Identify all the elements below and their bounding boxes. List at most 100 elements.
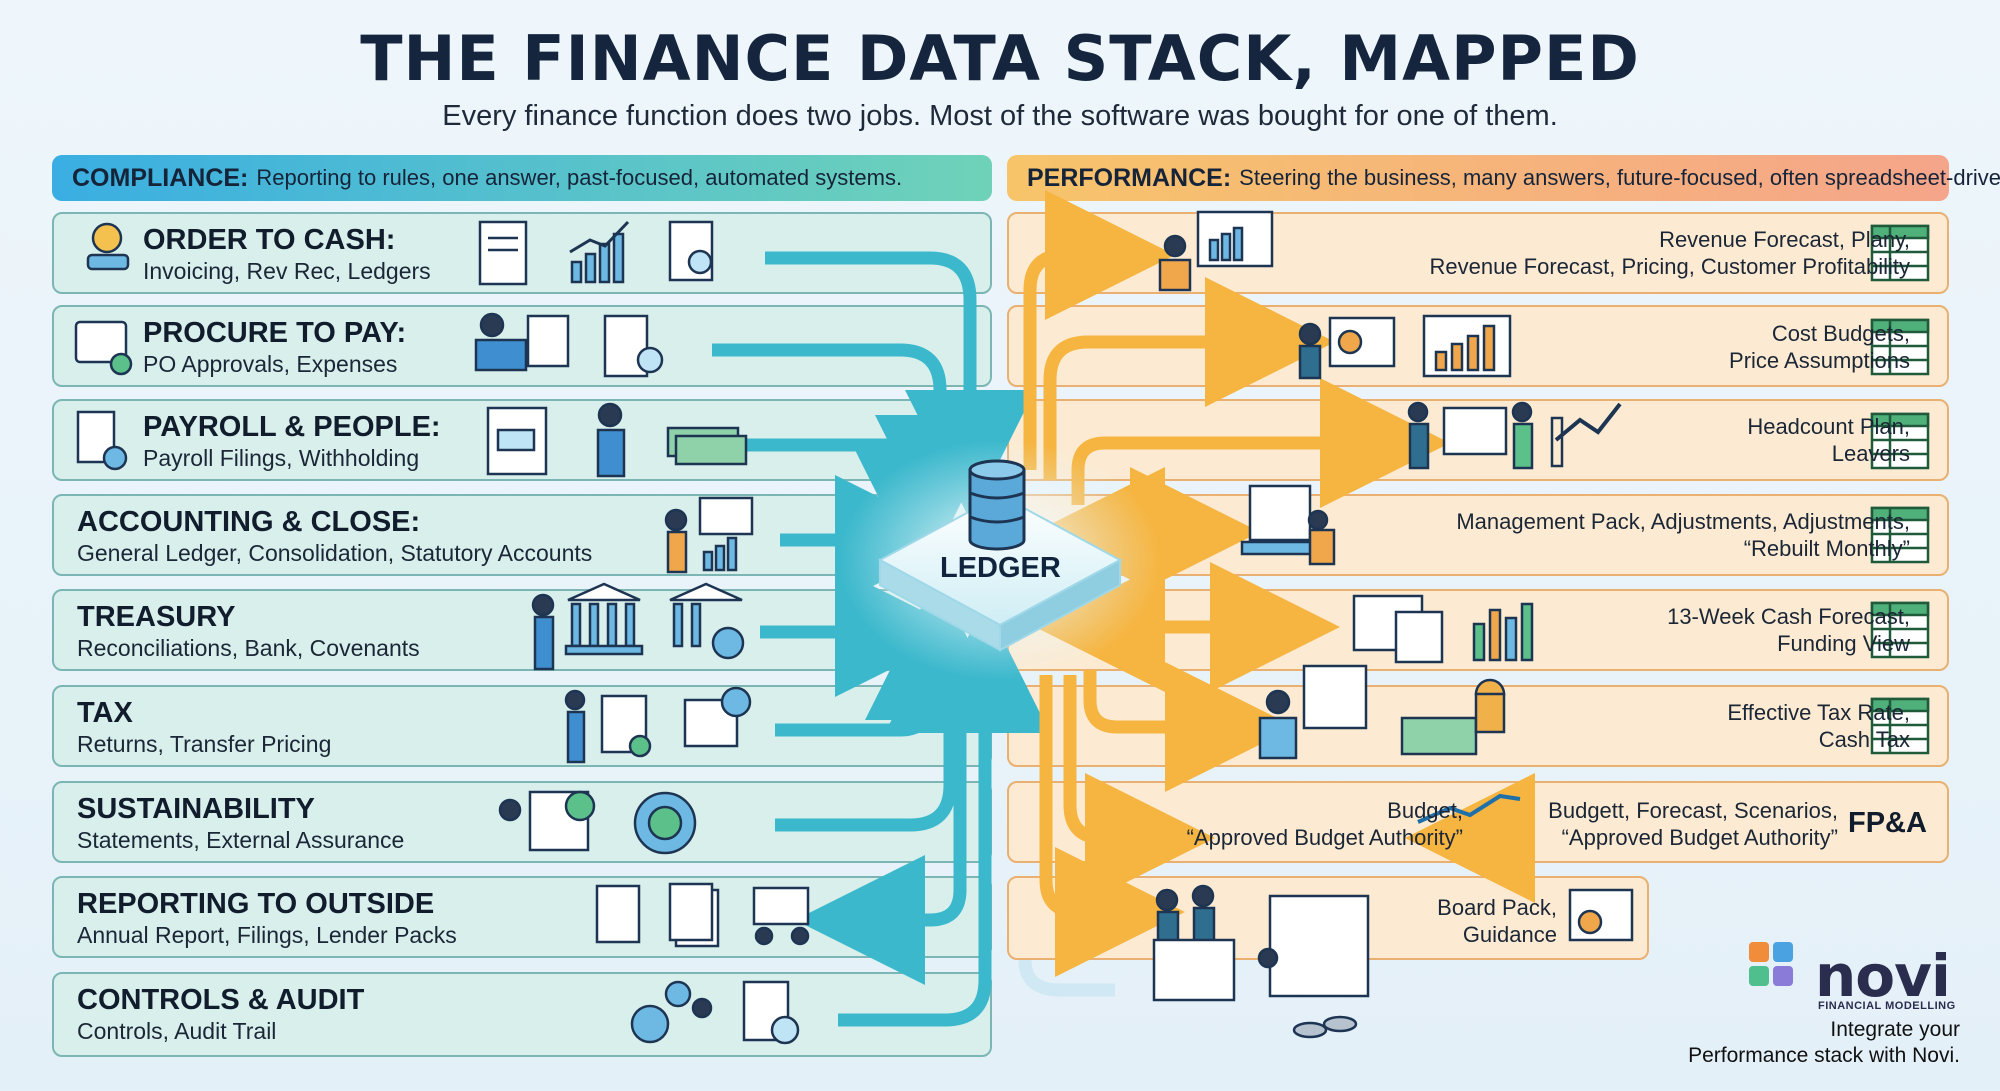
row-subtext: Invoicing, Rev Rec, Ledgers <box>143 258 431 284</box>
board-text: Board Pack, Guidance <box>1437 895 1557 947</box>
team-board-icon <box>1407 401 1534 470</box>
person-document-icon <box>596 402 626 478</box>
person-clipboard-icon <box>564 689 652 764</box>
performance-row-text: 13-Week Cash Forecast, Funding View <box>1667 604 1910 656</box>
tax-analyst-icon <box>1258 664 1368 760</box>
person-laptop-icon <box>474 312 570 372</box>
ledger-label: LEDGER <box>940 552 1061 584</box>
performance-row-text: Headcount Plan, Leavers <box>1747 414 1910 466</box>
arrow-order-to-cash <box>765 251 1035 520</box>
arrow-procure-to-pay <box>712 343 1005 545</box>
meeting-screen-icon <box>1152 884 1370 1002</box>
growth-chart-icon <box>1422 314 1512 378</box>
performance-label: PERFORMANCE: <box>1027 163 1232 192</box>
row-subtext: Returns, Transfer Pricing <box>77 731 332 757</box>
bank-icon <box>564 582 644 656</box>
compliance-icons <box>74 220 810 1045</box>
fpa-trend-line <box>1417 793 1521 824</box>
row-subtext: Payroll Filings, Withholding <box>143 445 420 471</box>
compliance-banner: COMPLIANCE: Reporting to rules, one answ… <box>52 155 992 201</box>
tagline-line2: Performance stack with Novi. <box>1688 1044 1960 1067</box>
row-subtext: Reconciliations, Bank, Covenants <box>77 635 420 661</box>
certificate-icon <box>498 790 596 852</box>
audit-clipboard-icon <box>742 980 800 1045</box>
bank-gear-icon <box>669 582 745 660</box>
arrow-tax-perf <box>1083 662 1295 792</box>
compliance-description: Reporting to rules, one answer, past-foc… <box>256 165 903 190</box>
cash-coins-icon <box>1400 678 1506 756</box>
arrow-controls <box>838 603 1050 1027</box>
compliance-row-controls <box>52 972 992 1057</box>
performance-description: Steering the business, many answers, fut… <box>1239 165 2000 190</box>
row-heading: PROCURE TO PAY: <box>143 317 407 349</box>
fpa-left-text: Budget, “Approved Budget Authority” <box>1186 798 1463 850</box>
page-subtitle: Every finance function does two jobs. Mo… <box>442 100 1558 132</box>
database-icon <box>968 459 1026 551</box>
spreadsheet-window-icon <box>1352 594 1444 664</box>
arrow-revenue <box>1023 190 1175 470</box>
novi-logo: novi <box>1815 942 1951 1010</box>
page-title: THE FINANCE DATA STACK, MAPPED <box>360 22 1640 95</box>
spreadsheet-icon <box>1870 224 1930 282</box>
meeting-chart-icon <box>752 886 810 946</box>
arrow-cost <box>1043 277 1335 480</box>
documents-icon <box>595 882 720 948</box>
person-icon <box>531 593 555 671</box>
presenter-chart-icon <box>664 496 754 574</box>
tagline-line1: Integrate your <box>1830 1018 1960 1041</box>
row-heading: SUSTAINABILITY <box>77 793 315 825</box>
row-heading: REPORTING TO OUTSIDE <box>77 888 435 920</box>
row-subtext: Statements, External Assurance <box>77 827 405 853</box>
wallet-icon <box>74 320 133 376</box>
row-heading: PAYROLL & PEOPLE: <box>143 411 441 443</box>
row-subtext: Annual Report, Filings, Lender Packs <box>77 922 457 948</box>
row-heading: TREASURY <box>77 601 236 633</box>
novi-logo-subtitle: FINANCIAL MODELLING <box>1818 1000 1956 1012</box>
spreadsheet-icon <box>1870 506 1930 564</box>
spreadsheet-icons <box>1870 224 1930 755</box>
row-heading: ORDER TO CASH: <box>143 224 396 256</box>
presenter-pie-icon <box>1298 316 1396 380</box>
row-heading: CONTROLS & AUDIT <box>77 984 365 1016</box>
bar-growth-icon <box>1472 602 1534 662</box>
arrow-sustainability <box>775 603 1015 832</box>
arrow-tax <box>775 590 995 737</box>
arrow-reporting <box>795 690 967 985</box>
row-heading: ACCOUNTING & CLOSE: <box>77 506 421 538</box>
invoice-icon <box>478 220 528 286</box>
performance-banner: PERFORMANCE: Steering the business, many… <box>1007 155 2000 201</box>
row-subtext: Controls, Audit Trail <box>77 1018 277 1044</box>
novi-logo-icon <box>1749 942 1793 986</box>
cash-stack-icon <box>666 426 748 466</box>
clipboard-search-icon <box>668 220 714 282</box>
spreadsheet-icon <box>1870 412 1930 470</box>
performance-row-text: Revenue Forecast, Planу, Revenue Forecas… <box>1429 227 1910 279</box>
spreadsheet-icon <box>1870 318 1930 376</box>
analyst-monitor-icon <box>1158 210 1274 292</box>
spreadsheet-icon <box>1870 601 1930 659</box>
payroll-form-icon <box>486 406 548 476</box>
spreadsheet-icon <box>1870 697 1930 755</box>
performance-row-text: Management Pack, Adjustments, Adjustment… <box>1456 509 1910 561</box>
globe-gear-icon <box>633 791 697 855</box>
ledger-platform <box>877 493 1123 652</box>
fpa-right-text: Budgett, Forecast, Scenarios, “Approved … <box>1548 798 1838 850</box>
pie-window-icon <box>1568 888 1634 942</box>
arrow-fpa <box>1063 675 1215 903</box>
row-subtext: PO Approvals, Expenses <box>143 351 398 377</box>
line-chart-icon <box>1550 402 1622 468</box>
row-subtext: General Ledger, Consolidation, Statutory… <box>77 540 593 566</box>
performance-icons <box>1152 210 1634 1039</box>
compliance-label: COMPLIANCE: <box>72 163 249 192</box>
clipboard-gear-icon <box>76 410 128 471</box>
arrow-faint <box>1018 959 1115 997</box>
fpa-label: FP&A <box>1848 807 1927 839</box>
arrow-board <box>1039 675 1185 977</box>
tax-chart-icon <box>683 686 752 748</box>
performance-row-text: Cost Budgets, Price Assumptions <box>1729 321 1910 373</box>
row-heading: TAX <box>77 697 133 729</box>
receipt-icon <box>603 314 664 378</box>
performance-row-text: Effective Tax Rate, Cash Tax <box>1727 700 1910 752</box>
